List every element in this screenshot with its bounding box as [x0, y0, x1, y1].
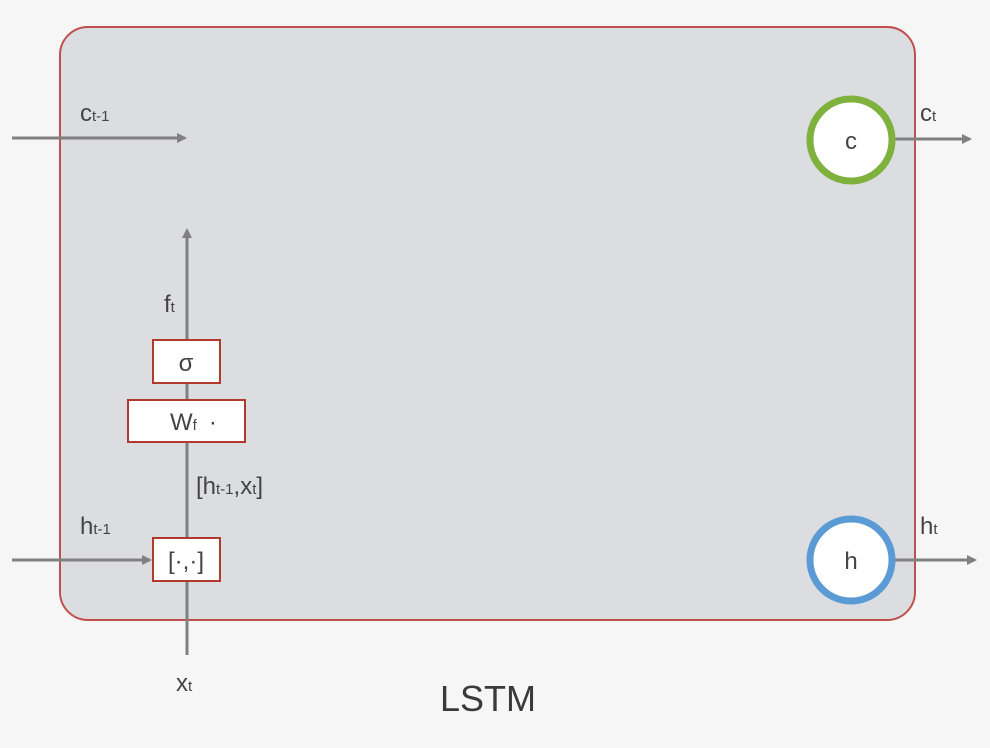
h-prev-label: ht-1 [80, 513, 111, 540]
c-out-label: ct [920, 100, 937, 127]
diagram-caption: LSTM [440, 678, 536, 719]
c-prev-label: ct-1 [80, 100, 110, 127]
x-input-label: xt [176, 670, 193, 697]
concat-box-label: [·,·] [168, 548, 204, 575]
c-state-node-label: c [845, 128, 857, 155]
h-state-node [806, 515, 896, 605]
weight-box [127, 399, 246, 443]
forget-gate-label: ft [164, 291, 176, 318]
sigma-box [152, 339, 221, 384]
h-out-label: ht [920, 513, 938, 540]
concat-box [152, 537, 221, 582]
concat-vector-label: [ht-1,xt] [196, 473, 263, 500]
h-state-node-label: h [844, 548, 857, 575]
lstm-cell-box [59, 26, 916, 621]
weight-box-label: Wf· [170, 409, 217, 436]
sigma-box-label: σ [179, 350, 194, 377]
c-state-node [806, 95, 896, 185]
